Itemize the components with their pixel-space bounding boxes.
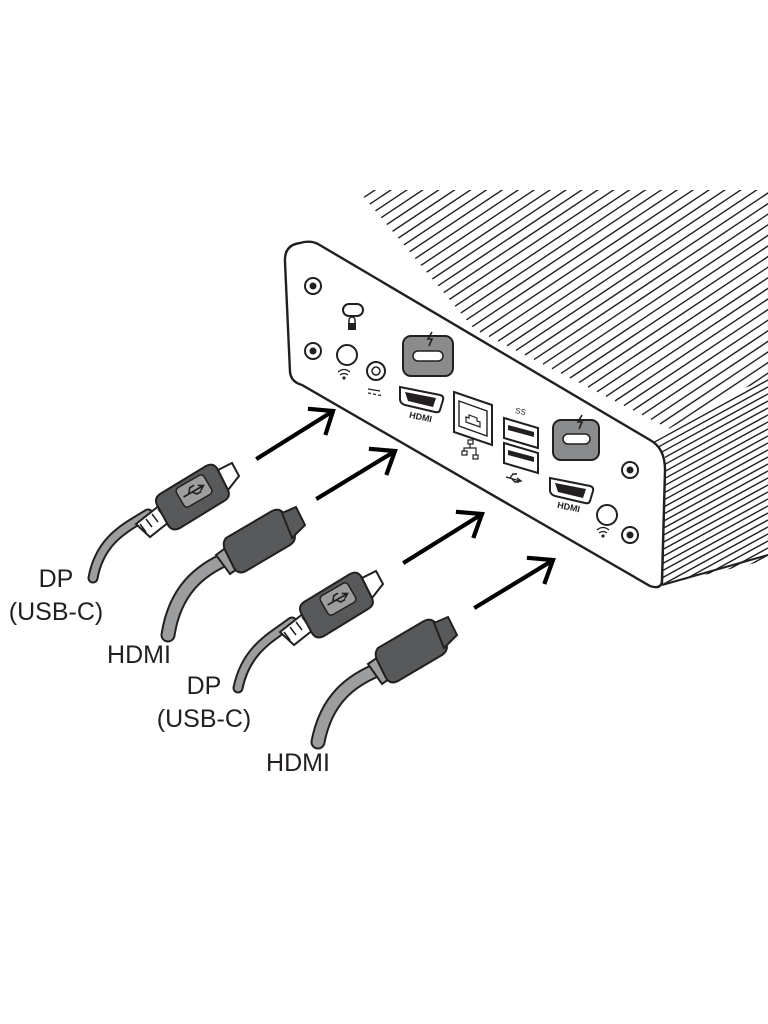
- heatsink-fin: [470, 190, 768, 328]
- heatsink-fin: [389, 190, 721, 287]
- wifi-icon: [337, 368, 351, 380]
- heatsink-fin: [358, 190, 667, 259]
- chassis-bottom-edge: [661, 554, 768, 586]
- heatsink-fin: [380, 190, 712, 282]
- heatsink-fin: [506, 190, 768, 347]
- heatsink-fin: [596, 190, 768, 393]
- heatsink-fin: [648, 526, 768, 585]
- heatsink-fin: [358, 190, 640, 246]
- arrow-icon: [473, 555, 556, 610]
- wifi-antenna-port[interactable]: [336, 344, 358, 380]
- mini-pc: HDMI SS: [283, 190, 768, 589]
- heatsink-fin: [648, 379, 768, 451]
- arrow-icon: [315, 446, 398, 501]
- usb-icon: [327, 592, 349, 606]
- usb-icon: [505, 473, 523, 483]
- hdmi-label-2: HDMI: [266, 749, 330, 777]
- heatsink-fin: [434, 190, 766, 310]
- screw-icon: [304, 277, 322, 295]
- hdmi-port-1[interactable]: HDMI: [399, 385, 445, 425]
- arrow-icon: [402, 509, 485, 565]
- usb-a-port[interactable]: [503, 441, 539, 483]
- hdmi-logo: HDMI: [556, 500, 581, 515]
- heatsink-fin: [362, 190, 694, 273]
- dp-label-2-line1: DP: [187, 672, 222, 700]
- heatsink-fin: [443, 190, 768, 315]
- usb-c-port-1[interactable]: [402, 331, 454, 377]
- heatsink-fin: [416, 190, 748, 301]
- heatsink-fin: [578, 190, 768, 384]
- heatsink-fin: [650, 198, 768, 420]
- heatsink-fin: [648, 533, 768, 585]
- heatsink-fin: [551, 190, 768, 370]
- heatsink-top: [358, 190, 768, 440]
- heatsink-fin: [358, 190, 658, 255]
- heatsink-fin: [614, 190, 768, 402]
- kensington-lock-slot[interactable]: [342, 303, 364, 330]
- heatsink-fin: [452, 190, 768, 319]
- heatsink-fin: [542, 190, 768, 365]
- heatsink-fin: [358, 190, 685, 269]
- lock-icon: [348, 323, 356, 330]
- heatsink-fin: [623, 190, 768, 407]
- screw-icon: [304, 342, 322, 360]
- heatsink-fin: [358, 190, 676, 264]
- heatsink-fin: [488, 190, 768, 338]
- lightning-icon: [576, 414, 584, 430]
- wifi-antenna-port[interactable]: [596, 504, 618, 538]
- hdmi-logo: HDMI: [408, 410, 433, 425]
- usb-c-port-2[interactable]: [552, 414, 600, 461]
- heatsink-fin: [425, 190, 757, 305]
- heatsink-fin: [497, 190, 768, 342]
- heatsink-fin: [587, 190, 768, 388]
- heatsink-fin: [524, 190, 768, 356]
- heatsink-fin: [533, 190, 768, 361]
- hdmi-plug: [222, 508, 296, 574]
- usb-icon: [183, 484, 205, 498]
- heatsink-fin: [668, 208, 768, 430]
- heatsink-fin: [407, 190, 739, 296]
- insertion-arrows: [255, 406, 556, 610]
- heatsink-fin: [677, 212, 768, 434]
- heatsink-fin: [648, 386, 768, 458]
- dp-label-1-line2: (USB-C): [9, 598, 103, 626]
- usb-c-cable-2: [232, 569, 385, 694]
- hdmi-label-1: HDMI: [107, 641, 171, 669]
- dc-power-port[interactable]: [366, 361, 386, 397]
- heatsink-fin: [659, 203, 768, 425]
- heatsink-fin: [515, 190, 768, 351]
- heatsink-fin: [398, 190, 730, 292]
- screw-icon: [621, 461, 639, 479]
- heatsink-fin: [358, 190, 649, 250]
- dp-label-2-line2: (USB-C): [157, 705, 251, 733]
- heatsink-fin: [560, 190, 768, 374]
- usb-c-cable-1: [87, 461, 241, 584]
- heatsink-fin: [461, 190, 768, 324]
- hdmi-cable-2: [310, 615, 459, 750]
- heatsink-fin: [632, 190, 768, 411]
- network-icon: [461, 439, 479, 460]
- heatsink-fin: [371, 190, 703, 278]
- screw-icon: [621, 526, 639, 544]
- heatsink-fin: [569, 190, 768, 379]
- cable-labels: DP (USB-C) HDMI DP (USB-C) HDMI: [9, 565, 330, 777]
- wifi-icon: [596, 526, 610, 538]
- heatsink-fin: [605, 190, 768, 397]
- usb-a-port-ss[interactable]: SS: [503, 406, 539, 450]
- superspeed-label: SS: [514, 406, 526, 417]
- ethernet-port[interactable]: [453, 390, 493, 460]
- arrow-icon: [255, 406, 336, 461]
- lightning-icon: [426, 331, 434, 347]
- heatsink-fin: [479, 190, 768, 333]
- heatsink-fin: [641, 194, 768, 416]
- hdmi-cable-1: [160, 505, 307, 643]
- dp-label-1-line1: DP: [39, 565, 74, 593]
- dc-power-icon: [367, 388, 382, 397]
- hdmi-port-2[interactable]: HDMI: [549, 476, 595, 515]
- heatsink-fin: [358, 190, 631, 241]
- heatsink-fin: [648, 582, 768, 585]
- hdmi-plug: [374, 618, 448, 684]
